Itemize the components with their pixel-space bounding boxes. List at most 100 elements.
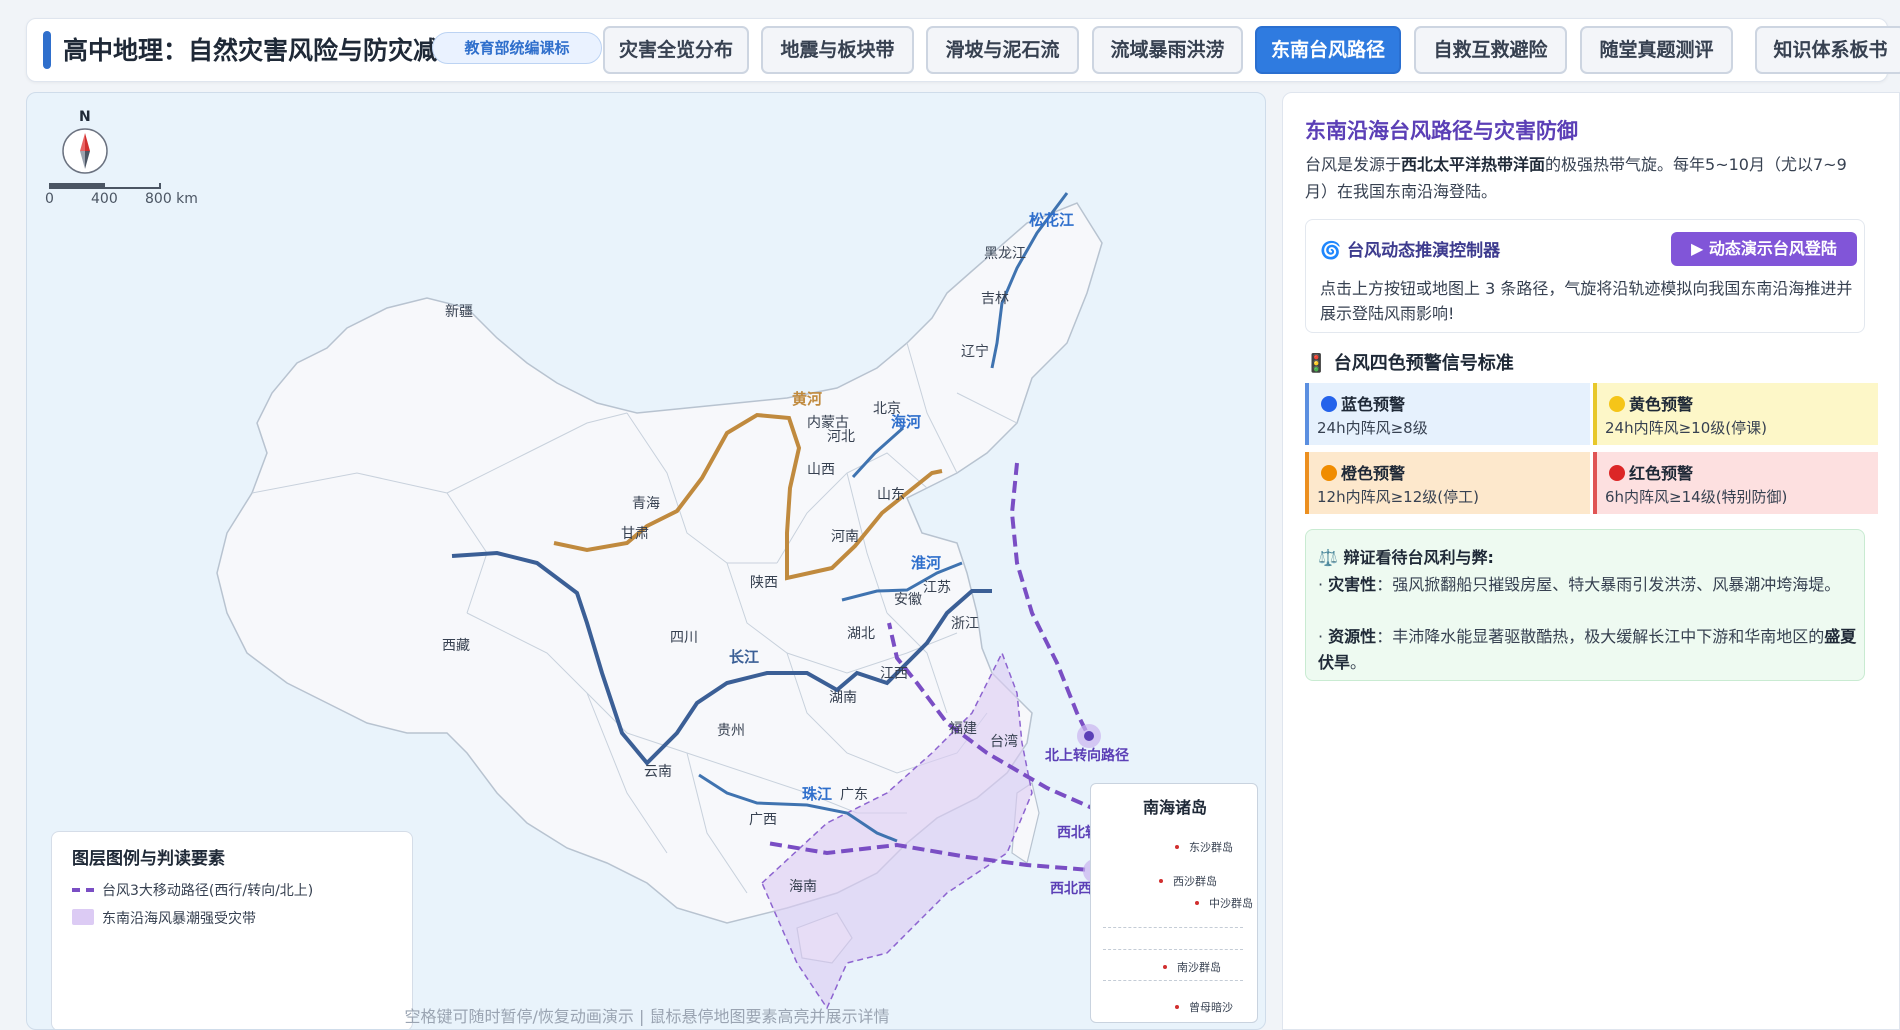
- label-zhejiang: 浙江: [951, 616, 979, 632]
- info-title: 东南沿海台风路径与灾害防御: [1305, 119, 1578, 143]
- compass-north-label: N: [79, 109, 91, 125]
- label-heilongjiang: 黑龙江: [984, 246, 1026, 262]
- label-jiangsu: 江苏: [923, 580, 951, 596]
- dialectic-box: ⚖️ 辩证看待台风利与弊: · 灾害性：强风掀翻船只摧毁房屋、特大暴雨引发洪涝、…: [1305, 529, 1865, 681]
- label-neimenggu: 内蒙古: [807, 415, 849, 431]
- label-shaanxi: 陕西: [750, 575, 778, 591]
- legend-row-zone: 东南沿海风暴潮强受灾带: [72, 906, 402, 928]
- legend-zone-swatch: [72, 909, 94, 925]
- tab-self-rescue[interactable]: 自救互救避险: [1414, 26, 1567, 74]
- island-xisha: 西沙群岛: [1173, 875, 1217, 888]
- tab-knowledge-board[interactable]: 知识体系板书: [1755, 26, 1900, 74]
- map-scale-bar: 0 400 800 km: [45, 183, 205, 207]
- controller-title: 🌀 台风动态推演控制器: [1320, 241, 1501, 261]
- label-fujian: 福建: [949, 721, 977, 737]
- typhoon-route-north[interactable]: [1009, 462, 1089, 734]
- label-songhua: 松花江: [1029, 211, 1074, 229]
- island-dongsha: 东沙群岛: [1189, 841, 1233, 854]
- warning-yellow-card: 黄色预警 24h内阵风≥10级(停课): [1593, 383, 1878, 445]
- label-guizhou: 贵州: [717, 723, 745, 739]
- warning-red-card: 红色预警 6h内阵风≥14级(特别防御): [1593, 452, 1878, 514]
- scale-balance-icon: ⚖️: [1318, 548, 1338, 567]
- label-changjiang: 长江: [729, 648, 759, 666]
- label-hebei: 河北: [827, 429, 855, 445]
- island-zengmu: 曾母暗沙: [1189, 1001, 1233, 1014]
- river-labels: 松花江 黄河 海河 淮河 长江 珠江: [729, 211, 1074, 803]
- warning-red-detail: 6h内阵风≥14级(特别防御): [1605, 488, 1788, 506]
- yellow-dot-icon: [1609, 396, 1625, 412]
- label-xinjiang: 新疆: [445, 304, 473, 320]
- map-panel: 新疆 西藏 青海 甘肃 内蒙古 黑龙江 吉林 辽宁 北京 河北 山西 山东 河南…: [26, 92, 1266, 1030]
- label-jilin: 吉林: [981, 291, 1009, 307]
- curriculum-badge: 教育部统编课标: [432, 32, 602, 64]
- warning-title: 🚦 台风四色预警信号标准: [1305, 353, 1514, 374]
- nine-dash-line-1: [1103, 927, 1243, 928]
- red-dot-icon: [1609, 465, 1625, 481]
- label-zhujiang: 珠江: [802, 785, 832, 803]
- label-hunan: 湖南: [829, 690, 857, 706]
- tab-typhoon[interactable]: 东南台风路径: [1255, 26, 1401, 74]
- controller-description: 点击上方按钮或地图上 3 条路径，气旋将沿轨迹模拟向我国东南沿海推进并展示登陆风…: [1320, 279, 1853, 323]
- nine-dash-line-3: [1103, 980, 1243, 981]
- warning-blue-name: 蓝色预警: [1321, 391, 1405, 415]
- warning-blue-detail: 24h内阵风≥8级: [1317, 419, 1428, 437]
- typhoon-route-west[interactable]: [766, 841, 1104, 873]
- label-hubei: 湖北: [847, 626, 875, 642]
- south-sea-inset[interactable]: 南海诸岛 东沙群岛 西沙群岛 中沙群岛 南沙群岛 曾母暗沙: [1090, 783, 1258, 1023]
- south-sea-title: 南海诸岛: [1142, 798, 1207, 817]
- river-changjiang[interactable]: [451, 550, 992, 766]
- label-yunnan: 云南: [644, 764, 672, 780]
- river-haihe[interactable]: [851, 426, 904, 479]
- label-shanxi: 山西: [807, 462, 835, 478]
- island-zhongsha: 中沙群岛: [1209, 897, 1253, 910]
- label-taiwan: 台湾: [990, 733, 1018, 750]
- label-guangxi: 广西: [749, 812, 777, 828]
- tab-landslide[interactable]: 滑坡与泥石流: [926, 26, 1079, 74]
- label-liaoning: 辽宁: [961, 343, 989, 360]
- label-gansu: 甘肃: [621, 526, 649, 542]
- tab-disaster-overview[interactable]: 灾害全览分布: [603, 26, 749, 74]
- dialectic-harm: · 灾害性：强风掀翻船只摧毁房屋、特大暴雨引发洪涝、风暴潮冲垮海堤。: [1318, 575, 1841, 594]
- label-beijing: 北京: [873, 401, 901, 417]
- label-xizang: 西藏: [442, 638, 470, 654]
- label-anhui: 安徽: [894, 592, 922, 608]
- river-songhua[interactable]: [990, 192, 1069, 369]
- scale-zero: 0: [45, 191, 54, 207]
- info-panel: 东南沿海台风路径与灾害防御 台风是发源于西北太平洋热带洋面的极强热带气旋。每年5…: [1282, 92, 1900, 1030]
- warning-orange-card: 橙色预警 12h内阵风≥12级(停工): [1305, 452, 1590, 514]
- tab-quiz[interactable]: 随堂真题测评: [1580, 26, 1733, 74]
- route-north-origin-dot[interactable]: [1084, 731, 1094, 741]
- river-zhujiang[interactable]: [698, 773, 898, 843]
- nav-tabs: 灾害全览分布 地震与板块带 滑坡与泥石流 流域暴雨洪涝 东南台风路径 自救互救避…: [603, 26, 1900, 74]
- label-guangdong: 广东: [840, 787, 868, 803]
- animate-typhoon-button[interactable]: ▶ 动态演示台风登陆: [1671, 232, 1857, 266]
- tab-earthquake[interactable]: 地震与板块带: [761, 26, 914, 74]
- info-desc-highlight: 西北太平洋热带洋面: [1401, 155, 1546, 174]
- island-dot-zhongsha: [1195, 901, 1199, 905]
- label-route-north: 北上转向路径: [1045, 747, 1129, 764]
- china-map[interactable]: 新疆 西藏 青海 甘肃 内蒙古 黑龙江 吉林 辽宁 北京 河北 山西 山东 河南…: [27, 93, 1266, 1030]
- nine-dash-line-2: [1103, 949, 1243, 950]
- map-legend: 图层图例与判读要素 台风3大移动路径(西行/转向/北上) 东南沿海风暴潮强受灾带: [51, 831, 413, 1029]
- river-huaihe[interactable]: [841, 561, 963, 602]
- typhoon-route-turn[interactable]: [887, 622, 1100, 813]
- warning-yellow-detail: 24h内阵风≥10级(停课): [1605, 419, 1767, 437]
- dialectic-resource: · 资源性：丰沛降水能显著驱散酷热，极大缓解长江中下游和华南地区的盛夏伏旱。: [1318, 627, 1857, 672]
- label-jiangxi: 江西: [880, 666, 908, 682]
- warning-orange-name: 橙色预警: [1321, 460, 1405, 484]
- warning-yellow-name: 黄色预警: [1609, 391, 1693, 415]
- map-hint: 空格键可随时暂停/恢复动画演示 | 鼠标悬停地图要素高亮并展示详情: [404, 1007, 890, 1026]
- app-header: 高中地理：自然灾害风险与防灾减灾 教育部统编课标 灾害全览分布 地震与板块带 滑…: [26, 18, 1900, 82]
- label-huaihe: 淮河: [911, 554, 941, 572]
- label-sichuan: 四川: [670, 630, 698, 646]
- label-qinghai: 青海: [632, 496, 660, 512]
- legend-zone-label: 东南沿海风暴潮强受灾带: [102, 911, 256, 927]
- legend-route-swatch: [72, 888, 94, 892]
- tab-flood[interactable]: 流域暴雨洪涝: [1092, 26, 1243, 74]
- label-henan: 河南: [831, 529, 859, 545]
- island-dot-xisha: [1159, 879, 1163, 883]
- label-hainan: 海南: [789, 879, 817, 895]
- river-huanghe[interactable]: [553, 412, 943, 581]
- page-title: 高中地理：自然灾害风险与防灾减灾: [63, 36, 438, 65]
- storm-surge-zone[interactable]: [761, 651, 1033, 1010]
